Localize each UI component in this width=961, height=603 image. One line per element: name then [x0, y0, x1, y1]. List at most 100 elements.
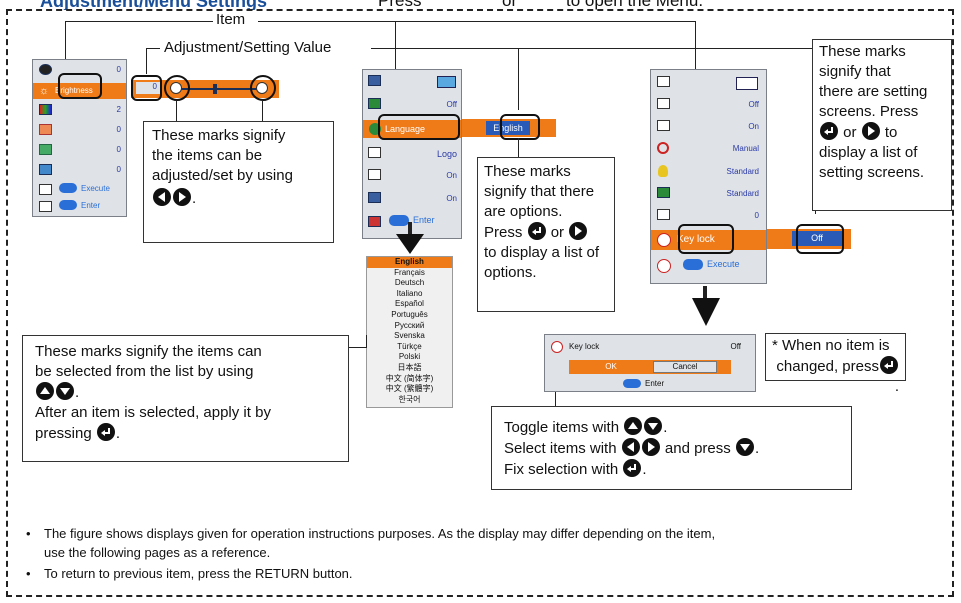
key-lock-icon [551, 341, 563, 353]
language-value[interactable]: English [486, 121, 530, 135]
up-button-icon [624, 417, 643, 435]
pc-icon [368, 98, 381, 109]
up-button-icon [36, 382, 54, 400]
down-arrow-icon [396, 234, 424, 254]
logo-lock-icon [368, 216, 381, 227]
setting-menu-panel: Off Language Logo On On Enter [362, 69, 462, 239]
callout-options: These marks signify that there are optio… [477, 157, 615, 312]
header-strip: Adjustment/Menu Settings Press or to ope… [0, 0, 961, 10]
enter-button-icon [880, 356, 898, 374]
language-option[interactable]: 日本語 [397, 362, 422, 372]
enter-button-icon [820, 122, 838, 140]
language-list: English Français Deutsch Italiano Españo… [366, 256, 453, 408]
left-mark-highlight [164, 75, 190, 101]
reset-icon [657, 259, 671, 273]
tint-icon [39, 124, 52, 135]
gamma-icon [39, 164, 52, 175]
callout-adjust: These marks signify the items can be adj… [143, 121, 334, 243]
fan-icon [657, 187, 670, 198]
sharpness-icon [39, 144, 52, 155]
language-option[interactable]: English [367, 257, 452, 268]
language-option[interactable]: Türkçe [397, 341, 422, 351]
enter-icon [683, 259, 703, 270]
right-button-icon [861, 122, 880, 140]
section-title: Adjustment/Menu Settings [40, 0, 268, 10]
reset-icon [39, 184, 52, 195]
callout-no-item: * When no item is changed, press . [765, 333, 906, 395]
brightness-icon: ☼ [39, 85, 50, 97]
picture-menu-panel: 0 ☼ Brightness 2 0 0 0 Execute Enter [32, 59, 127, 217]
language-option[interactable]: Português [391, 309, 428, 319]
language-option[interactable]: 中文 (简体字) [385, 373, 434, 383]
right-button-icon [173, 188, 191, 206]
menu-position-icon [657, 76, 670, 87]
item-label: Item [216, 11, 246, 28]
display-off-icon [657, 98, 670, 109]
lamp-icon [658, 165, 668, 177]
callout-setting-screens: These marks signify that there are setti… [812, 39, 952, 211]
screen-icon [368, 75, 381, 86]
slider-thumb[interactable] [213, 84, 217, 94]
language-option[interactable]: Polski [398, 352, 421, 362]
language-row[interactable] [363, 120, 461, 138]
position-value-icon [736, 77, 758, 90]
confirm-dialog: Key lock Off OK Cancel Enter [544, 334, 756, 392]
header-or: or [502, 0, 518, 10]
language-option[interactable]: Español [395, 299, 424, 309]
callout-select-list: These marks signify the items can be sel… [22, 335, 349, 462]
language-option[interactable]: 한국어 [398, 394, 421, 404]
item-highlight [58, 73, 102, 99]
language-option[interactable]: Deutsch [394, 278, 425, 288]
color-icon [39, 104, 52, 115]
note-text: The figure shows displays given for oper… [44, 526, 716, 541]
logo-icon [368, 147, 381, 158]
value-highlight [131, 75, 162, 101]
language-option[interactable]: Italiano [396, 288, 423, 298]
note-bullet: • [26, 526, 31, 541]
key-lock-value[interactable]: Off [792, 231, 842, 246]
selected-row[interactable] [33, 83, 126, 99]
left-button-icon [621, 438, 640, 456]
down-button-icon [56, 382, 74, 400]
language-option[interactable]: Svenska [394, 331, 425, 341]
brightness-label: Brightness [55, 86, 93, 95]
right-button-icon [641, 438, 660, 456]
right-mark-highlight [250, 75, 276, 101]
note-bullet: • [26, 566, 31, 581]
enter-icon [59, 183, 77, 193]
capture-icon [368, 169, 381, 180]
enter-icon [389, 215, 409, 226]
power-icon [657, 142, 669, 154]
adjustment-value: 0 [136, 82, 160, 94]
callout-toggle: Toggle items with . Select items with an… [491, 406, 852, 490]
enter-icon [59, 200, 77, 210]
remote-icon [657, 209, 670, 220]
screen-value-icon [437, 76, 456, 88]
header-press: Press [378, 0, 422, 10]
down-button-icon [644, 417, 663, 435]
right-button-icon [569, 222, 588, 240]
contrast-icon [39, 64, 52, 75]
dashed-frame [6, 9, 954, 597]
enter-button-icon [623, 459, 642, 477]
note-text: To return to previous item, press the RE… [44, 566, 353, 581]
adjustment-label: Adjustment/Setting Value [164, 39, 332, 56]
language-option[interactable]: Français [394, 267, 425, 277]
slider-track[interactable] [176, 88, 260, 90]
language-option[interactable]: 中文 (繁體字) [385, 384, 434, 394]
value-highlight [796, 224, 844, 254]
option-menu-panel: Off On Manual Standard Standard 0 Key lo… [650, 69, 767, 284]
header-tail: to open the Menu. [566, 0, 704, 10]
language-option[interactable]: Русский [394, 320, 425, 330]
display-icon [368, 192, 381, 203]
enter-button-icon [96, 423, 115, 441]
item-highlight [378, 114, 460, 140]
cancel-button[interactable]: Cancel [653, 361, 717, 373]
ok-button[interactable]: OK [605, 362, 617, 371]
memory-icon [39, 201, 52, 212]
auto-setup-icon [657, 120, 670, 131]
item-highlight [678, 224, 734, 254]
value-highlight [500, 114, 540, 140]
enter-button-icon [527, 222, 546, 240]
down-arrow-icon [692, 298, 720, 326]
